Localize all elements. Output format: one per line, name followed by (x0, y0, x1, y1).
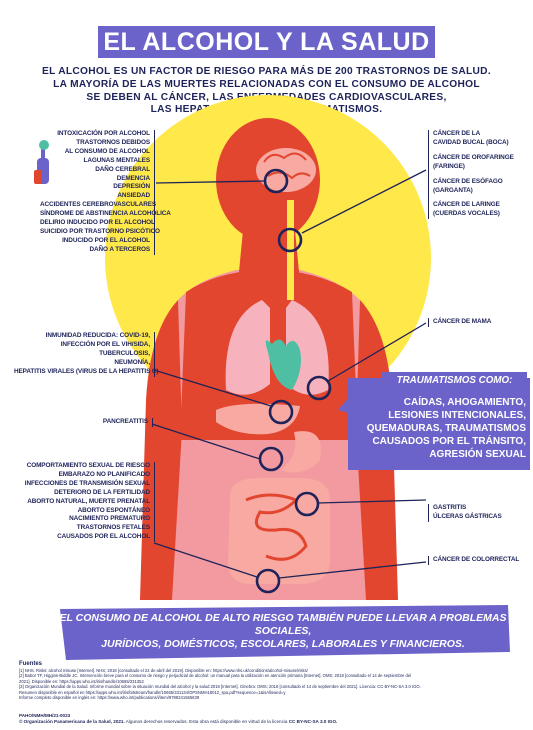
trauma-line: CAÍDAS, AHOGAMIENTO, (403, 397, 526, 408)
condition-label: TRASTORNOS FETALES (76, 524, 150, 532)
page-title: EL ALCOHOL Y LA SALUD (103, 28, 430, 56)
condition-label: CAVIDAD BUCAL (BOCA) (433, 138, 509, 146)
throat-pointer (277, 227, 303, 253)
condition-label: ABORTO ESPONTÁNEO (77, 506, 151, 514)
condition-label: HEPATITIS VIRALES (VIRUS DE LA HEPATITIS… (14, 367, 159, 375)
condition-label: CÁNCER DE MAMA (433, 318, 492, 325)
condition-label: ACCIDENTES CEREBROVASCULARES (40, 201, 157, 209)
footer: PAHO/NMH/MH/21-0023 © Organización Panam… (19, 713, 519, 724)
pancreas-conditions-list: PANCREATITIS (60, 418, 153, 427)
intro-line: EL ALCOHOL ES UN FACTOR DE RIESGO PARA M… (42, 66, 491, 77)
condition-label: TUBERCULOSIS, (99, 349, 150, 357)
condition-label: ANSIEDAD (117, 192, 150, 200)
reference-line: Resumen disponible en español en https:/… (19, 689, 286, 695)
trauma-title: TRAUMATISMOS COMO: (396, 375, 513, 386)
social-problems-message: EL CONSUMO DE ALCOHOL DE ALTO RIESGO TAM… (58, 612, 508, 651)
reference-line: [2] Babor TF, Higgins-Biddle JC. Interve… (19, 673, 412, 679)
bottle-icon (34, 140, 49, 184)
condition-label: AL CONSUMO DE ALCOHOL (64, 147, 150, 155)
condition-label: PANCREATITIS (102, 418, 148, 425)
condition-label: NACIMIENTO PREMATURO (69, 515, 150, 523)
lungs-shape (225, 300, 329, 395)
trauma-line: LESIONES INTENCIONALES, (388, 410, 526, 421)
condition-label: INDUCIDO POR EL ALCOHOL (62, 236, 150, 244)
condition-label: DETERIORO DE LA FERTILIDAD (54, 488, 150, 496)
condition-label: (CUERDAS VOCALES) (433, 210, 500, 218)
message-line: EL CONSUMO DE ALCOHOL DE ALTO RIESGO TAM… (59, 612, 507, 637)
intro-line: LA MAYORÍA DE LAS MUERTES RELACIONADAS C… (53, 78, 480, 90)
condition-label: (GARGANTA) (433, 186, 473, 194)
condition-label: CÁNCER DE OROFARINGE (433, 153, 514, 161)
throat-cancers-list: CÁNCER DE LA CAVIDAD BUCAL (BOCA) CÁNCER… (428, 130, 528, 220)
lungs-pointer (268, 399, 294, 425)
stomach-pointer (294, 491, 320, 517)
condition-label: EMBARAZO NO PLANIFICADO (58, 470, 151, 478)
condition-label: DEPRESIÓN (113, 183, 150, 191)
condition-label: CÁNCER DE LA (433, 130, 481, 137)
condition-label: INFECCIONES DE TRANSMISIÓN SEXUAL (24, 479, 150, 487)
trauma-panel (348, 378, 530, 470)
message-line: JURÍDICOS, DOMÉSTICOS, ESCOLARES, LABORA… (101, 638, 465, 650)
lungs-conditions-list: INMUNIDAD REDUCIDA: COVID-19, INFECCIÓN … (14, 332, 159, 377)
heart-shape (265, 339, 301, 390)
condition-label: CÁNCER DE COLORRECTAL (433, 556, 520, 563)
reference-line: [3] Organización Mundial de la Salud. In… (19, 684, 421, 690)
stomach-conditions-list: GASTRITIS ÚLCERAS GÁSTRICAS (428, 504, 528, 522)
document-code: PAHO/NMH/MH/21-0023 (19, 713, 71, 718)
condition-label: CAUSADOS POR EL ALCOHOL (57, 533, 150, 541)
condition-label: LAGUNAS MENTALES (83, 156, 151, 164)
stomach-shape (280, 431, 321, 473)
copyright-text: Algunos derechos reservados. Esta obra e… (124, 718, 289, 724)
condition-label: GASTRITIS (433, 504, 467, 511)
condition-label: INTOXICACIÓN POR ALCOHOL (57, 130, 150, 137)
bottom-band-shape (60, 605, 510, 660)
condition-label: NEUMONÍA, (114, 358, 150, 366)
brain-shape (256, 148, 316, 192)
reference-line: 2021]. Disponible en: https://apps.who.i… (19, 678, 144, 684)
condition-label: CÁNCER DE LARINGE (433, 201, 500, 209)
brain-conditions-list: INTOXICACIÓN POR ALCOHOL TRASTORNOS DEBI… (40, 130, 171, 255)
trauma-line: AGRESIÓN SEXUAL (429, 449, 526, 460)
colon-pointer (255, 568, 281, 594)
trauma-line: QUEMADURAS, TRAUMATISMOS (366, 423, 526, 434)
trauma-line: CAUSADOS POR EL TRÁNSITO, (372, 436, 526, 447)
reference-line: [1] NHS. Risks: alcohol misuse [Internet… (19, 668, 308, 673)
condition-label: ABORTO NATURAL, MUERTE PRENATAL (27, 497, 150, 505)
condition-label: COMPORTAMIENTO SEXUAL DE RIESGO (26, 462, 150, 469)
condition-label: DAÑO CEREBRAL (95, 165, 150, 173)
condition-label: (FARINGE) (433, 162, 465, 170)
condition-label: ÚLCERAS GÁSTRICAS (433, 512, 502, 520)
trauma-list: CAÍDAS, AHOGAMIENTO, LESIONES INTENCIONA… (356, 396, 526, 461)
reference-line: Informe completo disponible en inglés en… (19, 695, 200, 701)
condition-label: DELIRIO INDUCIDO POR EL ALCOHOL (40, 219, 155, 227)
references: Fuentes [1] NHS. Risks: alcohol misuse [… (19, 661, 519, 700)
reproductive-conditions-list: COMPORTAMIENTO SEXUAL DE RIESGO EMBARAZO… (18, 462, 155, 543)
condition-label: DEMENCIA (116, 174, 150, 182)
colon-cancer-list: CÁNCER DE COLORRECTAL (428, 556, 528, 565)
condition-label: SUICIDIO POR TRASTORNO PSICÓTICO (40, 227, 160, 235)
title-bar: EL ALCOHOL Y LA SALUD (98, 26, 435, 58)
copyright-holder: © Organización Panamericana de la Salud,… (19, 718, 125, 724)
condition-label: INMUNIDAD REDUCIDA: COVID-19, (45, 332, 150, 339)
license-label: CC BY-NC-SA 3.0 IGO. (288, 718, 338, 724)
breast-cancer-list: CÁNCER DE MAMA (428, 318, 528, 327)
condition-label: DAÑO A TERCEROS (89, 245, 150, 253)
condition-label: SÍNDROME DE ABSTINENCIA ALCOHÓLICA (40, 210, 171, 218)
condition-label: INFECCIÓN POR EL VIH/SIDA, (60, 340, 150, 348)
trauma-title-bar: TRAUMATISMOS COMO: (382, 372, 527, 390)
condition-label: TRASTORNOS DEBIDOS (76, 138, 150, 146)
liver-shape (216, 403, 300, 435)
breast-pointer (306, 375, 332, 401)
condition-label: CÁNCER DE ESÓFAGO (433, 177, 503, 185)
references-heading: Fuentes (19, 661, 43, 667)
